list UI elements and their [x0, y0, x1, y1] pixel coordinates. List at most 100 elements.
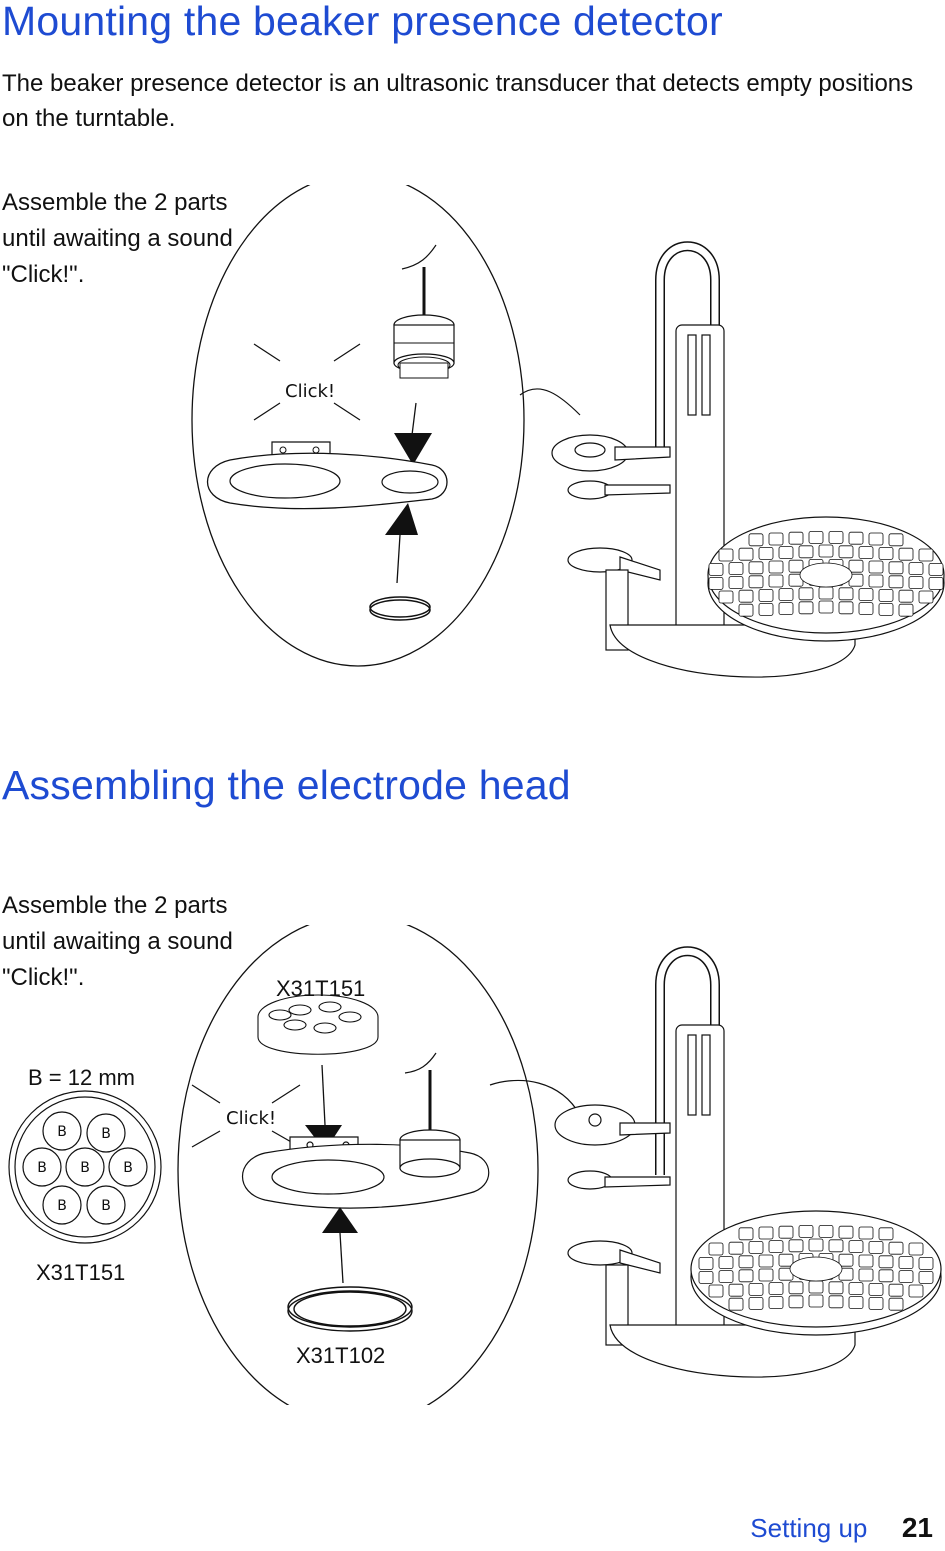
beaker-slot	[788, 559, 804, 573]
assembly-note-1: Assemble the 2 parts until awaiting a so…	[2, 189, 233, 288]
beaker-slot	[888, 1241, 904, 1255]
beaker-slot	[808, 1294, 824, 1308]
beaker-slot	[858, 588, 874, 602]
beaker-slot	[778, 546, 794, 560]
beaker-slot	[798, 545, 814, 559]
beaker-slot	[838, 1225, 854, 1239]
dimension-label: B = 12 mm	[28, 1065, 135, 1090]
hole-label: B	[123, 1160, 133, 1176]
beaker-slot	[858, 1226, 874, 1240]
click-burst	[253, 343, 361, 421]
beaker-slot	[758, 602, 774, 616]
beaker-slot	[848, 1282, 864, 1296]
beaker-slot	[718, 1256, 734, 1270]
beaker-slot	[848, 559, 864, 573]
electrode-head-part	[257, 994, 379, 1055]
beaker-slot	[898, 1256, 914, 1270]
beaker-slot	[738, 603, 754, 617]
beaker-slot	[828, 1281, 844, 1295]
sample-changer-instrument-2	[554, 946, 942, 1378]
beaker-slot	[898, 603, 914, 617]
beaker-slot	[808, 530, 824, 544]
click-label-2: Click!	[226, 1108, 276, 1129]
beaker-slot	[788, 531, 804, 545]
beaker-slot	[828, 1295, 844, 1309]
beaker-slot	[768, 1240, 784, 1254]
beaker-slot	[758, 1226, 774, 1240]
beaker-slot	[748, 1282, 764, 1296]
beaker-rack	[708, 530, 944, 617]
beaker-slot	[848, 1296, 864, 1310]
beaker-slot	[708, 1284, 724, 1298]
beaker-slot	[758, 1254, 774, 1268]
hole-label: B	[101, 1198, 111, 1214]
beaker-slot	[898, 589, 914, 603]
beaker-slot	[868, 574, 884, 588]
beaker-slot	[728, 576, 744, 590]
hole-label: B	[37, 1160, 47, 1176]
beaker-slot	[878, 1255, 894, 1269]
o-ring-part	[287, 1286, 413, 1332]
electrode-hole	[42, 1111, 82, 1151]
beaker-slot	[748, 561, 764, 575]
down-arrow-icon	[394, 433, 432, 465]
beaker-slot	[718, 548, 734, 562]
electrode-hole	[86, 1185, 126, 1225]
beaker-slot	[738, 1269, 754, 1283]
beaker-slot	[778, 1225, 794, 1239]
beaker-slot	[878, 602, 894, 616]
beaker-slot	[888, 533, 904, 547]
electrode-hole	[65, 1147, 105, 1187]
beaker-slot	[898, 1270, 914, 1284]
holder-plate	[206, 441, 448, 510]
beaker-slot	[788, 1281, 804, 1295]
section-title-beaker-detector: Mounting the beaker presence detector	[2, 0, 723, 44]
electrode-hole	[86, 1113, 126, 1153]
beaker-slot	[928, 576, 944, 590]
beaker-slot	[918, 548, 934, 562]
beaker-slot	[818, 586, 834, 600]
electrode-hole	[42, 1185, 82, 1225]
beaker-slot	[718, 1270, 734, 1284]
part-label-bottom: X31T102	[296, 1343, 386, 1368]
beaker-slot	[918, 1270, 934, 1284]
holder-plate-2	[241, 1052, 490, 1209]
beaker-slot	[728, 1283, 744, 1297]
beaker-slot	[928, 562, 944, 576]
beaker-slot	[718, 590, 734, 604]
page-footer: Setting up 21	[750, 1512, 933, 1544]
beaker-detector-illustration: Click!	[191, 185, 945, 678]
beaker-slot	[768, 532, 784, 546]
beaker-slot	[868, 560, 884, 574]
beaker-slot	[918, 590, 934, 604]
turntable-hub	[789, 1256, 843, 1282]
intro-paragraph: The beaker presence detector is an ultra…	[2, 70, 914, 132]
beaker-slot	[798, 1224, 814, 1238]
beaker-slot	[788, 1295, 804, 1309]
beaker-slot	[888, 1297, 904, 1311]
beaker-slot	[728, 1241, 744, 1255]
turntable-hub	[799, 562, 853, 588]
hole-label: B	[57, 1124, 67, 1140]
beaker-slot	[868, 1240, 884, 1254]
beaker-slot	[888, 1283, 904, 1297]
beaker-slot	[708, 562, 724, 576]
beaker-slot	[848, 531, 864, 545]
beaker-slot	[808, 1238, 824, 1252]
beaker-slot	[858, 1254, 874, 1268]
beaker-slot	[738, 547, 754, 561]
beaker-slot	[908, 1242, 924, 1256]
beaker-slot	[918, 1256, 934, 1270]
beaker-slot	[908, 1284, 924, 1298]
beaker-slot	[858, 602, 874, 616]
detail-ellipse-2	[177, 925, 539, 1405]
beaker-slot	[868, 1296, 884, 1310]
footer-section: Setting up	[750, 1513, 868, 1543]
beaker-slot	[808, 1280, 824, 1294]
beaker-slot	[878, 1227, 894, 1241]
up-arrow-icon-2	[322, 1207, 358, 1233]
beaker-slot	[848, 1240, 864, 1254]
beaker-slot	[738, 1255, 754, 1269]
hole-label: B	[57, 1198, 67, 1214]
